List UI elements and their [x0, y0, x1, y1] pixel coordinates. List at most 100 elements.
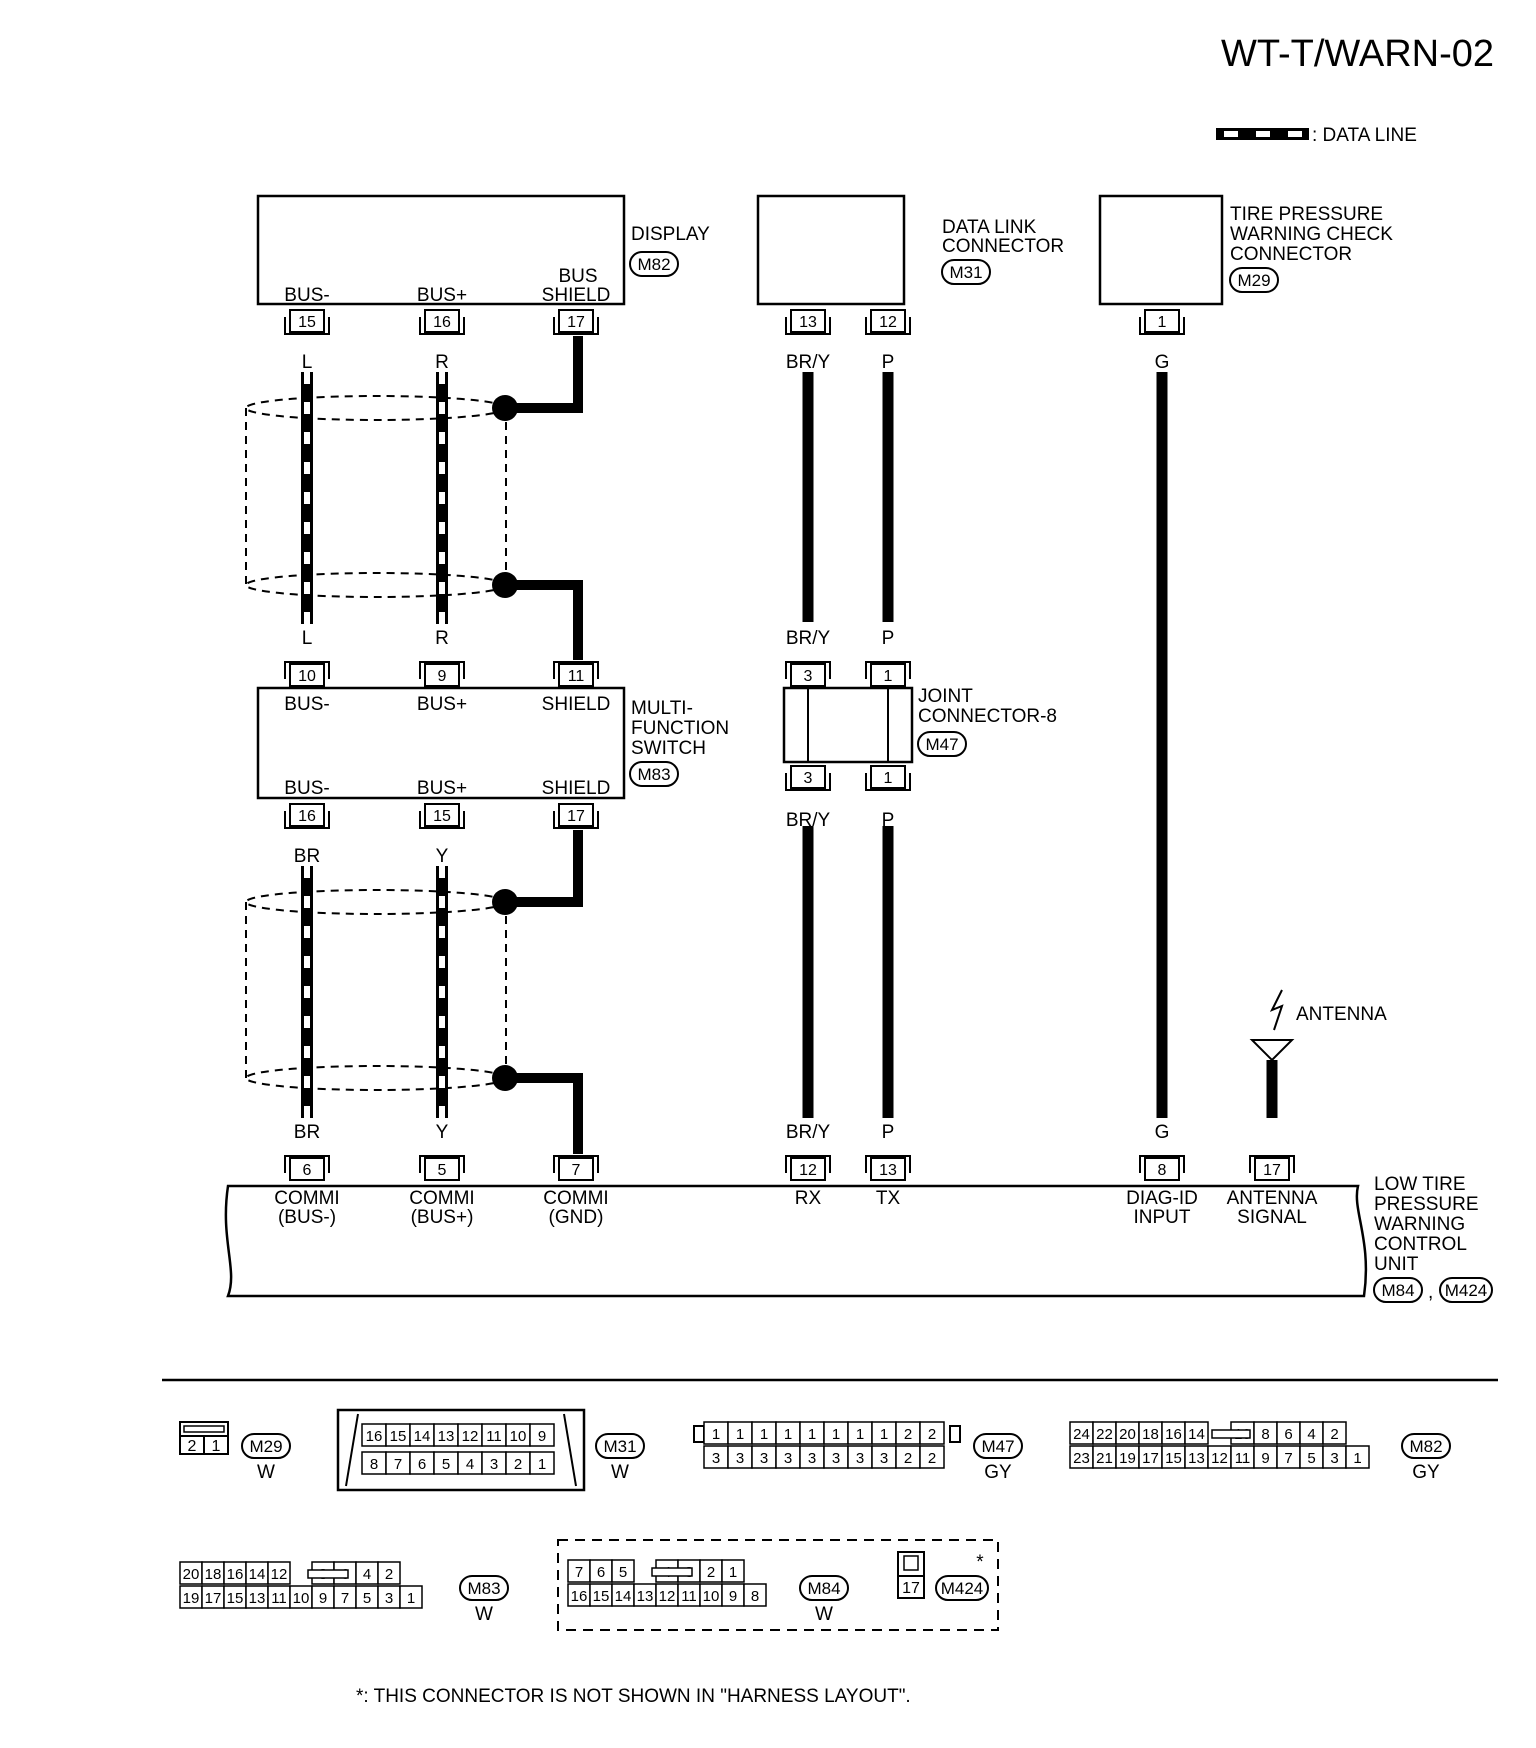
svg-text:3: 3 [385, 1590, 393, 1607]
mfs-pin-16: 16 [284, 803, 330, 829]
connector-cavity: 20 [1115, 1421, 1140, 1445]
connector-cavity: 3 [703, 1445, 729, 1469]
svg-text:12: 12 [799, 1162, 817, 1179]
connector-cavity: 6 [589, 1559, 613, 1583]
connector-cavity: 1 [1345, 1445, 1370, 1469]
connector-cavity: 1 [751, 1421, 777, 1445]
svg-text:4: 4 [363, 1566, 371, 1583]
svg-text:4: 4 [1307, 1426, 1315, 1443]
connector-cavity: 9 [311, 1585, 335, 1609]
cu-pin-label: INPUT [1134, 1207, 1191, 1228]
svg-text:15: 15 [433, 808, 451, 825]
svg-text:LOW TIRE: LOW TIRE [1374, 1174, 1466, 1195]
svg-text:16: 16 [298, 808, 316, 825]
svg-text:6: 6 [303, 1162, 312, 1179]
mfs-pin-label: BUS- [284, 694, 329, 715]
svg-text:13: 13 [799, 314, 817, 331]
svg-text:M424: M424 [1445, 1281, 1488, 1300]
connector-cavity: 13 [245, 1585, 269, 1609]
connector-cavity: 12 [1207, 1445, 1232, 1469]
upper-wire-colors-top: L R [302, 352, 449, 373]
joint-pin-1-bottom: 1 [865, 765, 911, 791]
connector-cavity: 13 [1184, 1445, 1209, 1469]
connector-cavity: 2 [1322, 1421, 1347, 1445]
connector-cavity: 4 [457, 1451, 483, 1475]
connector-cavity: 2 [377, 1561, 401, 1585]
connector-cavity: 24 [1069, 1421, 1094, 1445]
svg-text:15: 15 [227, 1590, 244, 1607]
connector-cavity: 3 [751, 1445, 777, 1469]
data-line-legend: : DATA LINE [1216, 125, 1417, 146]
svg-text:18: 18 [1142, 1426, 1159, 1443]
svg-text:10: 10 [293, 1590, 310, 1607]
cu-pin-label: TX [876, 1188, 901, 1209]
cu-pin-label: RX [795, 1188, 822, 1209]
connector-cavity: 2 [895, 1445, 921, 1469]
svg-text:8: 8 [1261, 1426, 1269, 1443]
connector-cavity: 2 [919, 1421, 945, 1445]
cu-pin-label: (BUS-) [278, 1207, 336, 1228]
svg-text:8: 8 [1158, 1162, 1167, 1179]
svg-text:BR: BR [294, 846, 320, 867]
svg-text:17: 17 [1263, 1162, 1281, 1179]
svg-text:1: 1 [760, 1426, 768, 1443]
svg-text:1: 1 [407, 1590, 415, 1607]
connector-cavity: 1 [703, 1421, 729, 1445]
joint-connector-component: 3 1 3 1 JOINT CONNECTOR-8 M47 [782, 661, 1057, 791]
connector-cavity: 11 [267, 1585, 291, 1609]
svg-text:1: 1 [729, 1564, 737, 1581]
svg-text:7: 7 [1284, 1450, 1292, 1467]
tire-pressure-check-connector-component: TIRE PRESSURE WARNING CHECK CONNECTOR M2… [1098, 194, 1393, 335]
svg-text:G: G [1155, 352, 1170, 373]
svg-text:P: P [882, 1122, 895, 1143]
display-component: DISPLAY M82 BUS- BUS+ BUS SHIELD 15 16 1… [256, 194, 710, 335]
svg-text:P: P [882, 810, 895, 831]
tpwcc-connector-tag [1229, 267, 1279, 293]
svg-text:17: 17 [567, 314, 585, 331]
svg-text:16: 16 [1165, 1426, 1182, 1443]
svg-text:1: 1 [1158, 314, 1167, 331]
svg-text:W: W [815, 1604, 833, 1625]
svg-text:22: 22 [1096, 1426, 1113, 1443]
svg-text:WARNING: WARNING [1374, 1214, 1465, 1235]
connector-cavity: 19 [1115, 1445, 1140, 1469]
connector-cavity: 1 [721, 1559, 745, 1583]
connector-cavity: 16 [361, 1423, 387, 1447]
svg-text:L: L [302, 628, 313, 649]
svg-text:3: 3 [832, 1450, 840, 1467]
svg-text:6: 6 [597, 1564, 605, 1581]
svg-text:G: G [1155, 1122, 1170, 1143]
svg-text:M47: M47 [925, 735, 958, 754]
svg-text:M82: M82 [1409, 1437, 1442, 1456]
svg-text:,: , [1428, 1282, 1433, 1303]
svg-text:10: 10 [510, 1428, 527, 1445]
cu-pin-label: ANTENNA [1227, 1188, 1318, 1209]
svg-text:1: 1 [712, 1426, 720, 1443]
cu-pin-5: 5 [419, 1155, 465, 1181]
connector-cavity: 12 [457, 1423, 483, 1447]
svg-text:12: 12 [659, 1588, 676, 1605]
connector-cavity: 11 [481, 1423, 507, 1447]
upper-wire-colors-bottom: L R [302, 628, 449, 649]
connector-cavity: 7 [1276, 1445, 1301, 1469]
connector-cavity: 1 [727, 1421, 753, 1445]
connector-cavity: 1 [799, 1421, 825, 1445]
svg-text:3: 3 [880, 1450, 888, 1467]
svg-text:7: 7 [572, 1162, 581, 1179]
svg-text:3: 3 [808, 1450, 816, 1467]
svg-text:6: 6 [1284, 1426, 1292, 1443]
connector-cavity: 5 [433, 1451, 459, 1475]
svg-text:SWITCH: SWITCH [631, 738, 706, 759]
svg-text:1: 1 [832, 1426, 840, 1443]
svg-text:5: 5 [442, 1456, 450, 1473]
svg-text:16: 16 [433, 314, 451, 331]
svg-text:CONNECTOR: CONNECTOR [1230, 244, 1352, 265]
cu-pin-6: 6 [284, 1155, 330, 1181]
connector-cavity: 23 [1069, 1445, 1094, 1469]
mfs-connector-tag [629, 761, 679, 787]
svg-text:2: 2 [707, 1564, 715, 1581]
page-code: WT-T/WARN-02 [1221, 33, 1494, 75]
svg-text:P: P [882, 628, 895, 649]
joint-connector-tag [917, 731, 967, 757]
connector-cavity: 3 [823, 1445, 849, 1469]
